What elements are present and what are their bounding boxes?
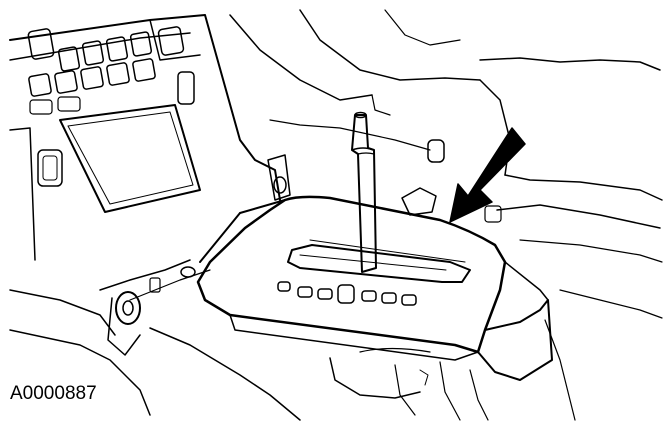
display-recess	[59, 104, 201, 213]
under-bezel-components	[329, 347, 489, 421]
gear-indicator	[381, 292, 397, 304]
shifter-bezel	[196, 195, 553, 381]
panel-button	[132, 58, 156, 82]
panel-button	[28, 73, 52, 97]
arrow-icon	[449, 127, 526, 223]
gear-indicator	[361, 290, 377, 302]
center-stack-panel	[9, 14, 281, 261]
console-clip	[115, 291, 141, 325]
gear-indicator	[337, 284, 355, 304]
panel-button	[106, 62, 130, 86]
figure-label: A0000887	[10, 383, 97, 404]
panel-button	[81, 40, 105, 66]
panel-button	[80, 66, 104, 90]
gate-slot	[287, 244, 471, 283]
gear-indicator	[277, 281, 291, 292]
seat-area	[229, 9, 663, 421]
gear-indicator	[317, 288, 333, 300]
panel-knob	[37, 149, 63, 187]
gear-indicator	[297, 286, 313, 298]
panel-button	[105, 36, 129, 62]
gear-indicator	[401, 294, 417, 306]
panel-button	[129, 31, 153, 57]
trim-clip	[427, 139, 445, 163]
panel-button	[27, 28, 55, 60]
console-side-wall	[9, 154, 301, 421]
panel-button	[54, 70, 78, 94]
panel-button	[57, 46, 81, 72]
shift-lever	[351, 111, 377, 273]
panel-button	[157, 26, 185, 56]
panel-button	[177, 71, 195, 105]
